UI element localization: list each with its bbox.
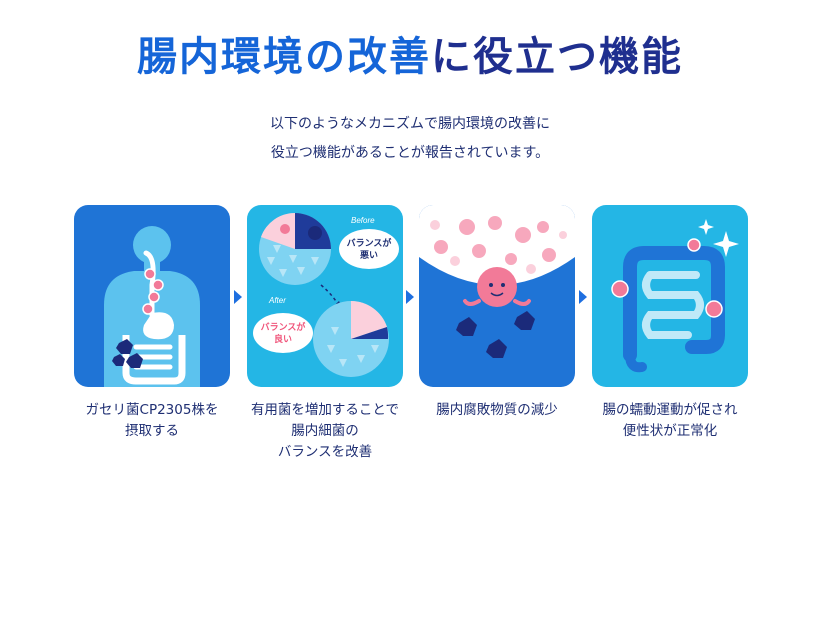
step2-caption-line2: 腸内細菌の [291,423,359,439]
step2-illustration: Before バランスが 悪い After バランスが 良い [247,205,403,387]
sparkle-icon [698,219,714,235]
before-label: Before [351,216,375,225]
step3-caption-line1: 腸内腐敗物質の減少 [436,402,558,418]
title-part2: に役立つ機能 [431,34,683,80]
lead-text: 以下のようなメカニズムで腸内環境の改善に 役立つ機能があることが報告されています… [0,110,820,168]
step2-caption: 有用菌を増加することで 腸内細菌の バランスを改善 [235,400,415,463]
intestine-illustration [592,205,748,387]
step2-caption-line1: 有用菌を増加することで [250,402,400,418]
bubble-bad-line1: バランスが [347,237,393,249]
step3-illustration [419,205,575,387]
step1-caption-line1: ガセリ菌CP2305株を [85,402,219,418]
step1-caption-line2: 摂取する [125,423,179,439]
title-part1: 腸内環境の改善 [137,34,431,80]
arrow-right-icon [579,290,587,304]
step3-caption: 腸内腐敗物質の減少 [407,400,587,421]
step1-caption: ガセリ菌CP2305株を 摂取する [62,400,242,442]
body-illustration [74,205,230,387]
arrow-right-icon [234,290,242,304]
step4-caption: 腸の蠕動運動が促され 便性状が正常化 [580,400,760,442]
bubble-good-line2: 良い [274,333,292,345]
bubble-bad-line2: 悪い [360,250,378,261]
sparkle-icon [713,231,739,257]
balance-illustration: Before バランスが 悪い After バランスが 良い [247,205,403,387]
lead-line-2: 役立つ機能があることが報告されています。 [270,145,550,161]
step2-caption-line3: バランスを改善 [277,444,373,460]
lead-line-1: 以下のようなメカニズムで腸内環境の改善に [270,116,550,132]
step4-caption-line2: 便性状が正常化 [622,423,718,439]
step4-illustration [592,205,748,387]
arrow-right-icon [406,290,414,304]
step4-caption-line1: 腸の蠕動運動が促され [602,402,738,418]
bubble-good-line1: バランスが [261,321,307,333]
putrefaction-illustration [419,205,575,387]
page-title: 腸内環境の改善に役立つ機能 [0,30,820,84]
step1-illustration [74,205,230,387]
after-label: After [268,296,286,305]
